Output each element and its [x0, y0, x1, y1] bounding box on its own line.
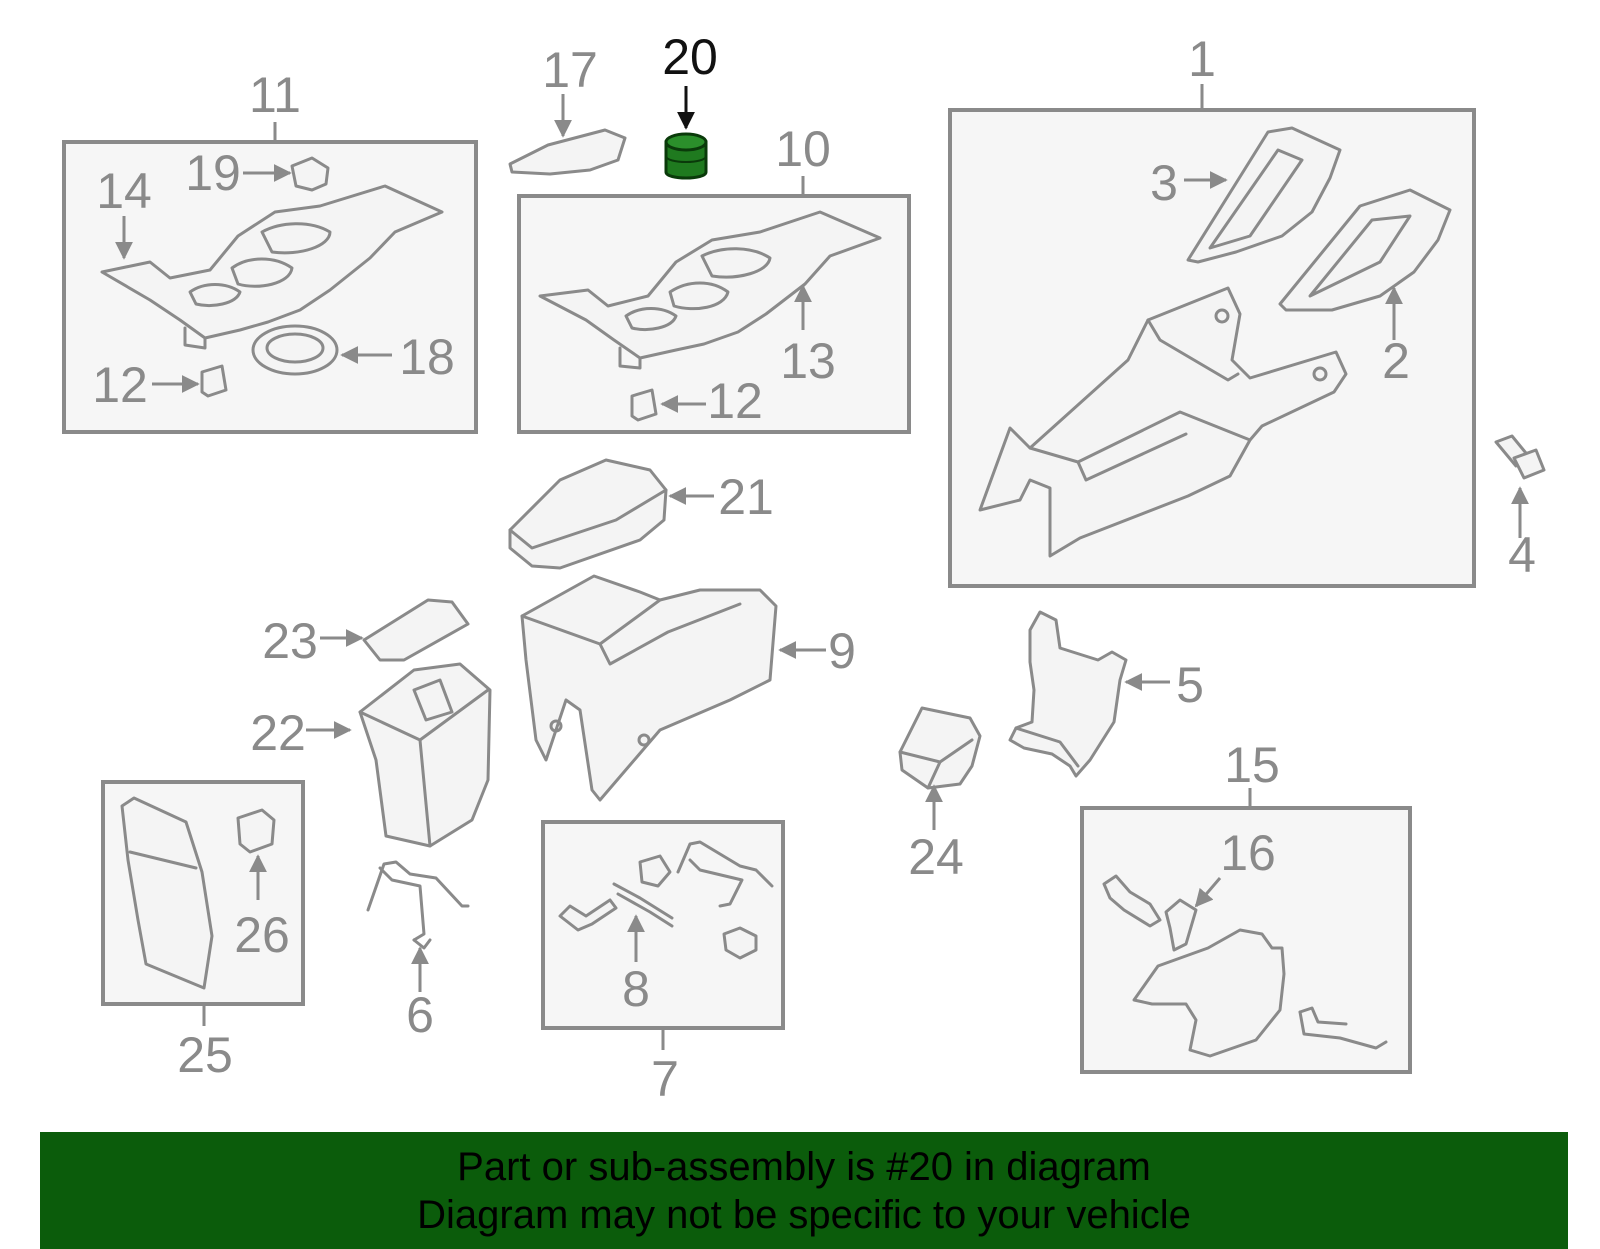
part-11-cup-holder-panel [100, 184, 444, 350]
info-banner: Part or sub-assembly is #20 in diagram D… [40, 1132, 1568, 1249]
callout-4: 4 [1508, 527, 1536, 583]
callout-9: 9 [828, 623, 856, 679]
callout-18: 18 [399, 329, 455, 385]
callout-7: 7 [651, 1051, 679, 1107]
part-15-cover [1132, 928, 1388, 1058]
part-21-armrest-lid [508, 458, 668, 570]
callout-21: 21 [718, 469, 774, 525]
part-20-highlighted[interactable] [664, 132, 708, 180]
callout-22: 22 [250, 705, 306, 761]
callout-6: 6 [406, 987, 434, 1043]
part-12-clip-right [630, 388, 658, 422]
callout-13: 13 [780, 333, 836, 389]
callout-8: 8 [622, 961, 650, 1017]
callout-5: 5 [1176, 657, 1204, 713]
callout-1: 1 [1188, 31, 1216, 87]
callout-16: 16 [1220, 825, 1276, 881]
callout-17: 17 [542, 42, 598, 98]
callout-10: 10 [775, 121, 831, 177]
part-10-cup-holder-panel [538, 210, 882, 370]
callout-23: 23 [262, 613, 318, 669]
part-17-trim-cover [508, 128, 627, 176]
callout-12-right: 12 [707, 373, 763, 429]
callout-12-left: 12 [92, 357, 148, 413]
callout-11: 11 [249, 67, 301, 123]
callout-24: 24 [908, 829, 964, 885]
part-4-bolt [1494, 434, 1546, 480]
part-18-ring [251, 324, 339, 376]
part-3-trim-panel [1186, 126, 1342, 264]
banner-line-2: Diagram may not be specific to your vehi… [417, 1192, 1191, 1237]
part-5-bracket [1008, 610, 1128, 778]
part-7-hardware [558, 840, 774, 960]
part-9-console-body [520, 574, 778, 802]
callout-15: 15 [1224, 737, 1280, 793]
part-16-bolt-clip [1102, 874, 1198, 952]
part-22-storage-bin [358, 662, 492, 848]
part-12-clip-left [200, 364, 228, 398]
callout-25: 25 [177, 1027, 233, 1083]
callout-3: 3 [1150, 155, 1178, 211]
part-23-pad [362, 598, 470, 662]
part-19-clip [290, 156, 330, 192]
callout-19: 19 [185, 145, 241, 201]
callout-14: 14 [96, 163, 152, 219]
part-24-module [898, 706, 982, 790]
callout-20: 20 [662, 29, 718, 85]
part-6-bracket [366, 860, 470, 950]
part-1-console-housing [978, 286, 1348, 558]
part-26-clip [236, 808, 276, 854]
callout-26: 26 [234, 907, 290, 963]
part-2-trim-panel [1278, 188, 1452, 312]
part-25-side-panel [120, 796, 214, 990]
callout-2: 2 [1382, 333, 1410, 389]
banner-line-1: Part or sub-assembly is #20 in diagram [457, 1144, 1151, 1189]
